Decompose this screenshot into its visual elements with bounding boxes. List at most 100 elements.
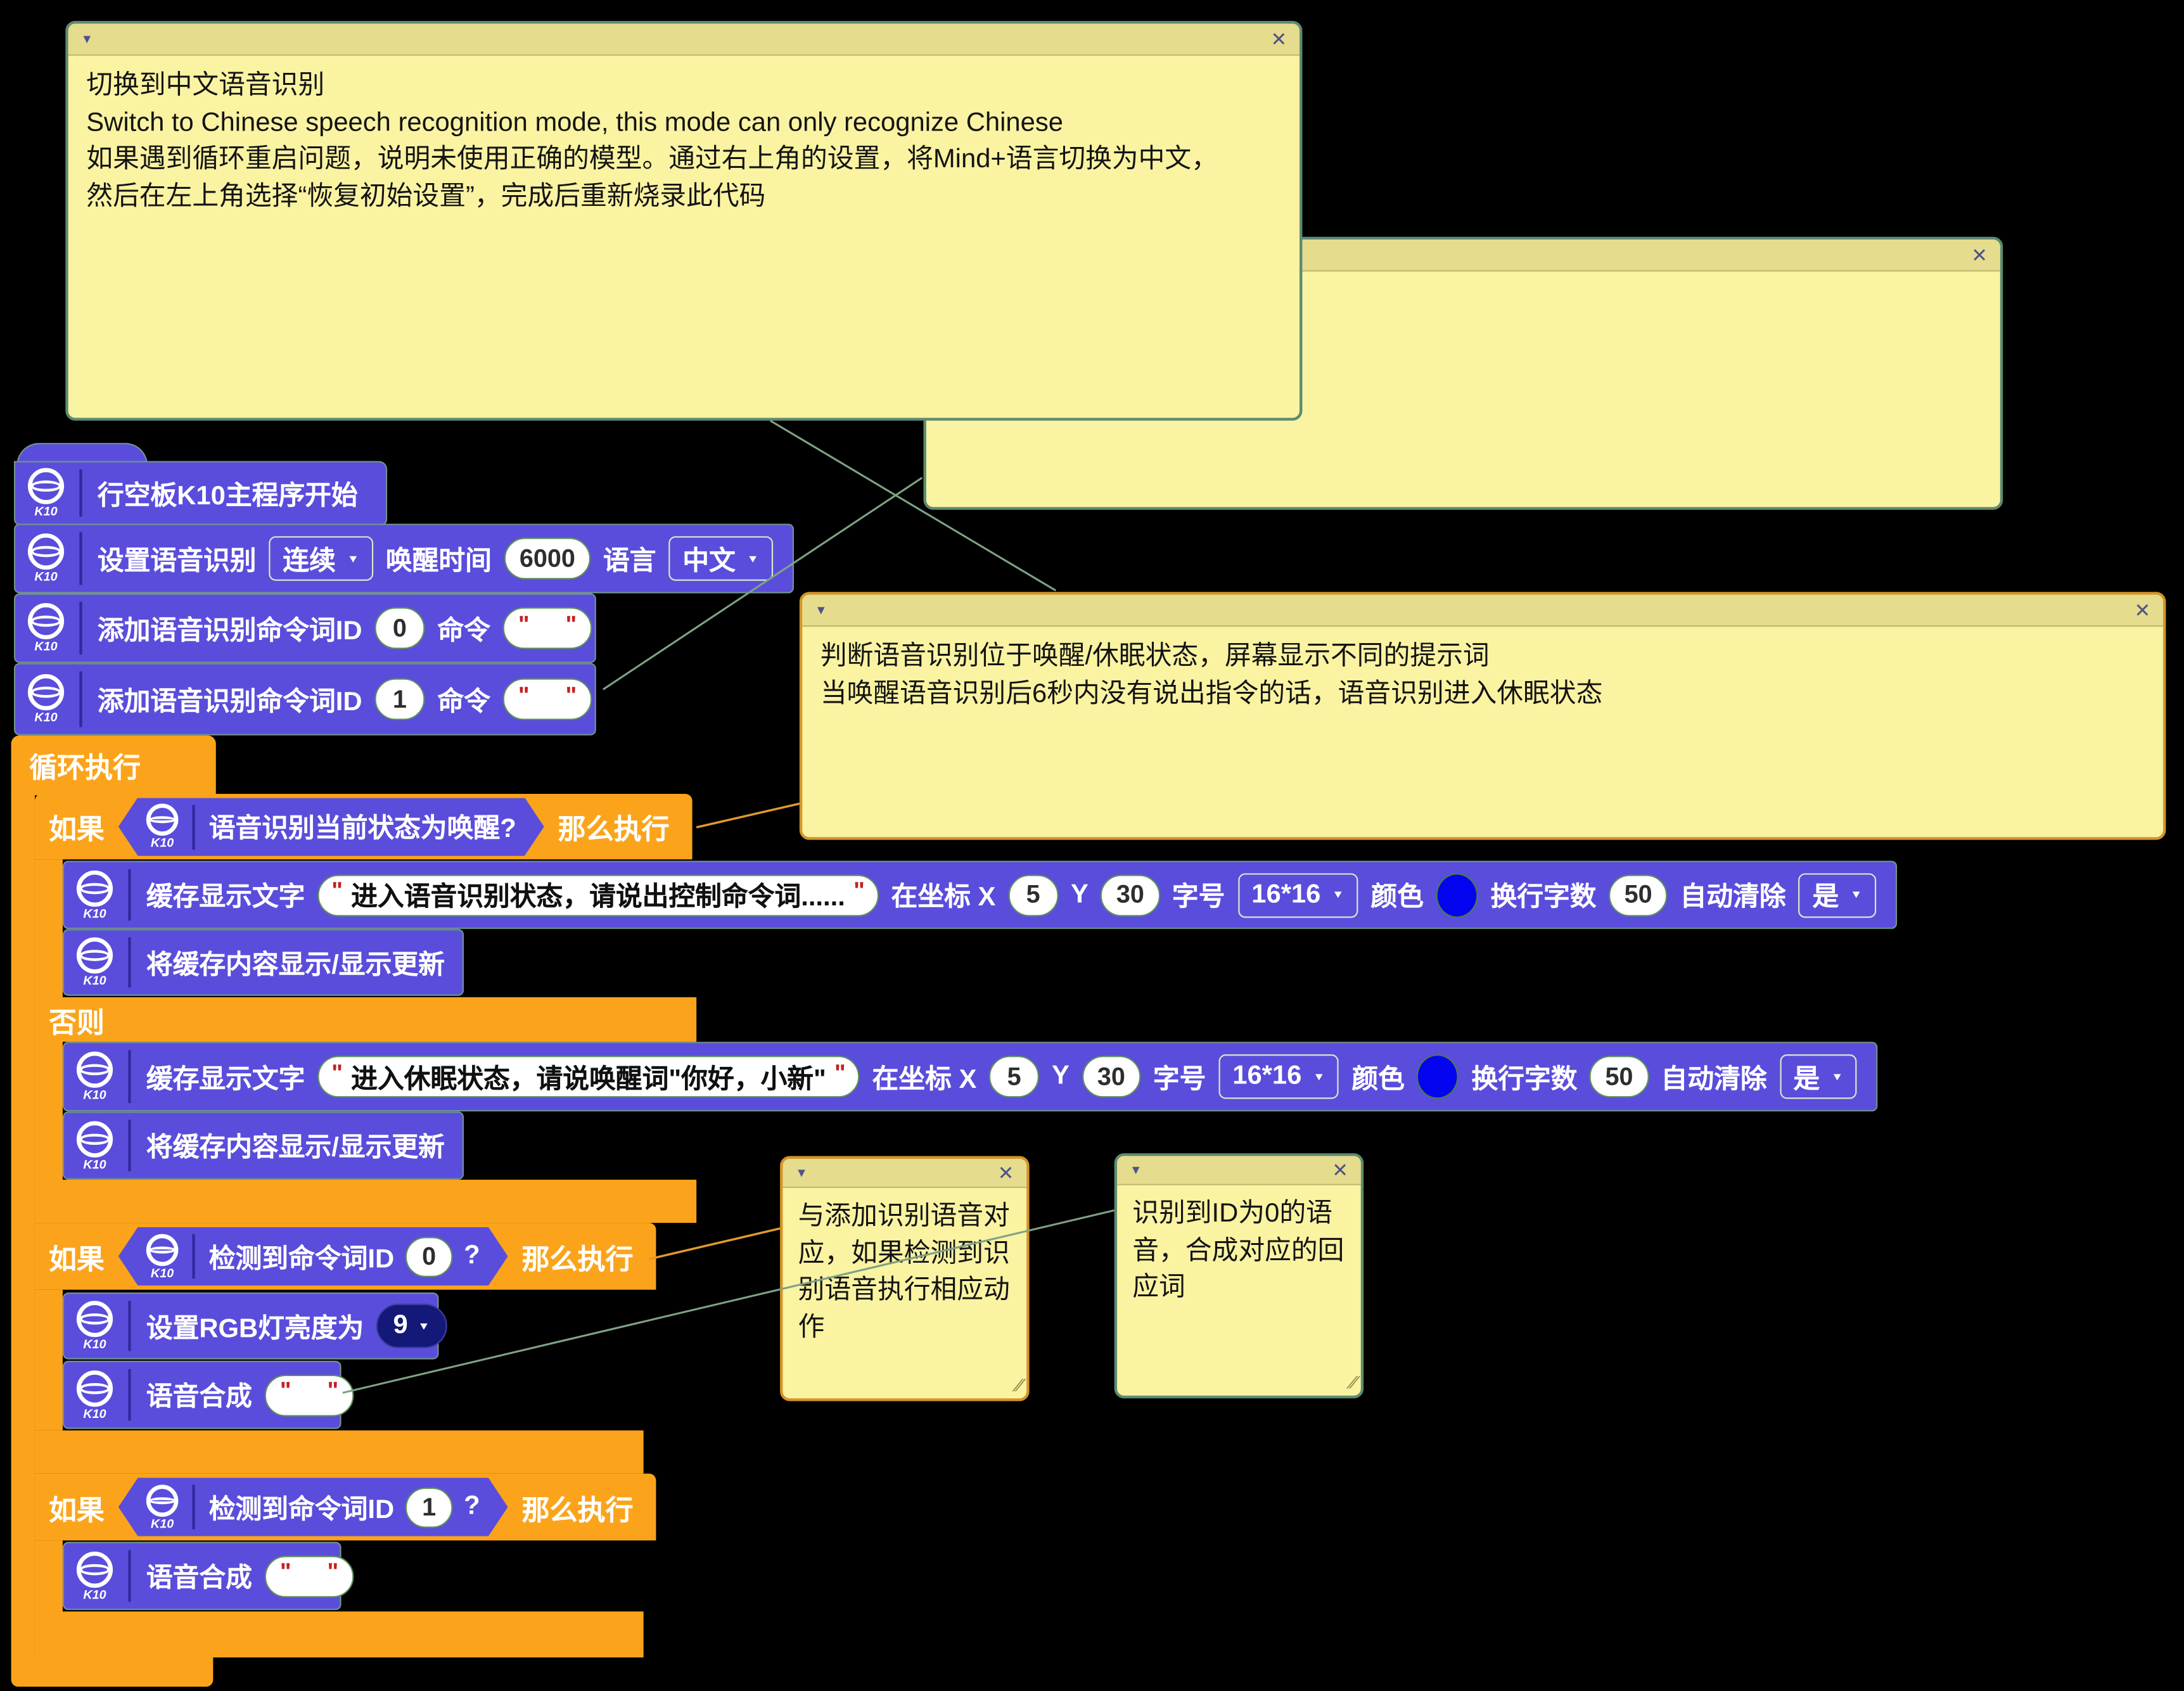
separator — [128, 937, 131, 988]
block-if-cmd1[interactable]: 如果 K10 检测到命令词ID 1 ? 那么执行 — [34, 1473, 656, 1541]
block-loop-header[interactable]: 循环执行 — [11, 735, 216, 796]
question-mark: ? — [464, 1491, 480, 1521]
separator — [128, 1301, 131, 1351]
k10-icon: K10 — [76, 1120, 113, 1171]
auto-clear-dropdown[interactable]: 是▼ — [1779, 1054, 1858, 1099]
collapse-icon[interactable]: ▼ — [795, 1165, 808, 1179]
y-input[interactable]: 30 — [1101, 874, 1160, 916]
lang-label: 语言 — [603, 546, 656, 577]
k10-icon: K10 — [76, 1301, 113, 1351]
loop-bottom-arm — [11, 1657, 214, 1687]
k10-icon: K10 — [76, 1051, 113, 1102]
close-icon[interactable]: ✕ — [1971, 243, 1988, 266]
font-label: 字号 — [1172, 883, 1225, 912]
block-asr-setup[interactable]: K10 设置语音识别 连续▼ 唤醒时间 6000 语言 中文▼ — [13, 523, 795, 594]
cmd-text-input[interactable] — [502, 607, 592, 649]
wrap-label: 换行字数 — [1471, 1064, 1578, 1094]
color-swatch[interactable] — [1436, 872, 1478, 917]
cmd-id-input[interactable]: 0 — [406, 1236, 453, 1277]
block-rgb-brightness[interactable]: K10 设置RGB灯亮度为 9▼ — [62, 1292, 447, 1360]
x-input[interactable]: 5 — [989, 1056, 1040, 1098]
x-input[interactable]: 5 — [1008, 874, 1059, 916]
block-label: 缓存显示文字 — [146, 1064, 305, 1094]
close-icon[interactable]: ✕ — [997, 1161, 1014, 1184]
comment-header: ▼ ✕ — [68, 23, 1300, 56]
block-if-wake[interactable]: 如果 K10 语音识别当前状态为唤醒? 那么执行 — [34, 794, 692, 860]
collapse-icon[interactable]: ▼ — [1129, 1162, 1142, 1177]
comment-header: ▼ ✕ — [1117, 1156, 1361, 1185]
k10-icon: K10 — [146, 1484, 179, 1530]
if-label: 如果 — [48, 815, 105, 846]
block-if-cmd0[interactable]: 如果 K10 检测到命令词ID 0 ? 那么执行 — [34, 1223, 656, 1290]
condition-cmd1[interactable]: K10 检测到命令词ID 1 ? — [118, 1477, 508, 1536]
comment-text: 判断语音识别位于唤醒/休眠状态，屏幕显示不同的提示词 当唤醒语音识别后6秒内没有… — [820, 642, 1603, 708]
language-dropdown[interactable]: 中文▼ — [668, 536, 774, 581]
block-tts[interactable]: K10 语音合成 — [62, 1541, 354, 1611]
comment-text: 与添加识别语音对应，如果检测到识别语音执行相应动作 — [798, 1202, 1010, 1343]
dropdown-arrow-icon: ▼ — [418, 1319, 430, 1332]
block-k10-main-start[interactable]: K10 行空板K10主程序开始 — [13, 461, 388, 525]
collapse-icon[interactable]: ▼ — [815, 602, 827, 616]
else-bar[interactable]: 否则 — [34, 997, 697, 1042]
comment-text: 切换到中文语音识别 Switch to Chinese speech recog… — [86, 71, 1218, 212]
loop-left-wall — [11, 794, 35, 1658]
dropdown-arrow-icon: ▼ — [1830, 1070, 1844, 1082]
display-text-input[interactable]: 进入语音识别状态，请说出控制命令词...... — [317, 874, 879, 916]
block-label: 设置语音识别 — [97, 546, 257, 577]
block-add-cmd-1[interactable]: K10 添加语音识别命令词ID 1 命令 — [13, 663, 596, 736]
wrap-label: 换行字数 — [1490, 883, 1597, 912]
y-input[interactable]: 30 — [1082, 1056, 1141, 1098]
cmd-id-input[interactable]: 1 — [406, 1487, 453, 1528]
block-update-display[interactable]: K10 将缓存内容显示/显示更新 — [62, 1111, 464, 1180]
block-update-display[interactable]: K10 将缓存内容显示/显示更新 — [62, 929, 464, 996]
cmd-label: 命令 — [437, 616, 490, 646]
condition-cmd0[interactable]: K10 检测到命令词ID 0 ? — [118, 1227, 508, 1286]
k10-icon: K10 — [76, 1370, 113, 1420]
display-text-input[interactable]: 进入休眠状态，请说唤醒词"你好，小新" — [317, 1056, 860, 1098]
else-label: 否则 — [48, 1007, 105, 1038]
comment-header: ▼ ✕ — [802, 594, 2164, 627]
block-label: 将缓存内容显示/显示更新 — [146, 1133, 445, 1163]
block-label: 行空板K10主程序开始 — [97, 481, 358, 511]
separator — [79, 469, 82, 517]
block-add-cmd-0[interactable]: K10 添加语音识别命令词ID 0 命令 — [13, 593, 596, 663]
wrap-input[interactable]: 50 — [1609, 874, 1668, 916]
wake-time-input[interactable]: 6000 — [504, 537, 591, 580]
font-label: 字号 — [1153, 1064, 1206, 1094]
color-label: 颜色 — [1351, 1064, 1405, 1094]
comment-reply[interactable]: ▼ ✕ 识别到ID为0的语音，合成对应的回应词 ∕∕ — [1114, 1153, 1364, 1399]
tts-text-input[interactable] — [264, 1374, 354, 1416]
comment-match[interactable]: ▼ ✕ 与添加识别语音对应，如果检测到识别语音执行相应动作 ∕∕ — [780, 1156, 1030, 1401]
separator — [192, 805, 195, 849]
font-size-dropdown[interactable]: 16*16▼ — [1237, 872, 1358, 917]
brightness-dropdown[interactable]: 9▼ — [376, 1303, 447, 1348]
close-icon[interactable]: ✕ — [2134, 599, 2151, 622]
color-swatch[interactable] — [1417, 1054, 1459, 1099]
auto-clear-dropdown[interactable]: 是▼ — [1798, 872, 1877, 917]
mode-dropdown[interactable]: 连续▼ — [269, 536, 374, 581]
comment-language[interactable]: ▼ ✕ 切换到中文语音识别 Switch to Chinese speech r… — [65, 20, 1303, 421]
if-bottom-arm — [34, 1179, 697, 1223]
tts-text-input[interactable] — [264, 1555, 354, 1597]
wake-time-label: 唤醒时间 — [385, 546, 492, 577]
close-icon[interactable]: ✕ — [1270, 27, 1287, 51]
close-icon[interactable]: ✕ — [1332, 1159, 1348, 1182]
cmd-text-input[interactable] — [502, 678, 592, 720]
cmd-id-input[interactable]: 1 — [374, 678, 425, 720]
if-left-wall — [34, 1289, 63, 1431]
block-display-sleep[interactable]: K10 缓存显示文字 进入休眠状态，请说唤醒词"你好，小新" 在坐标 X 5 Y… — [62, 1042, 1879, 1112]
cmd-id-input[interactable]: 0 — [374, 607, 425, 649]
k10-icon: K10 — [146, 803, 179, 850]
block-display-wake[interactable]: K10 缓存显示文字 进入语音识别状态，请说出控制命令词...... 在坐标 X… — [62, 860, 1898, 929]
wrap-input[interactable]: 50 — [1590, 1056, 1649, 1098]
separator — [128, 1120, 131, 1171]
coord-label: 在坐标 X — [891, 883, 996, 912]
comment-state[interactable]: ▼ ✕ 判断语音识别位于唤醒/休眠状态，屏幕显示不同的提示词 当唤醒语音识别后6… — [799, 592, 2166, 840]
collapse-icon[interactable]: ▼ — [80, 31, 94, 46]
font-size-dropdown[interactable]: 16*16▼ — [1218, 1054, 1339, 1099]
k10-icon: K10 — [27, 673, 65, 724]
block-tts[interactable]: K10 语音合成 — [62, 1360, 354, 1429]
condition-wake-state[interactable]: K10 语音识别当前状态为唤醒? — [118, 798, 544, 856]
separator — [128, 1050, 131, 1104]
separator — [128, 1369, 131, 1421]
